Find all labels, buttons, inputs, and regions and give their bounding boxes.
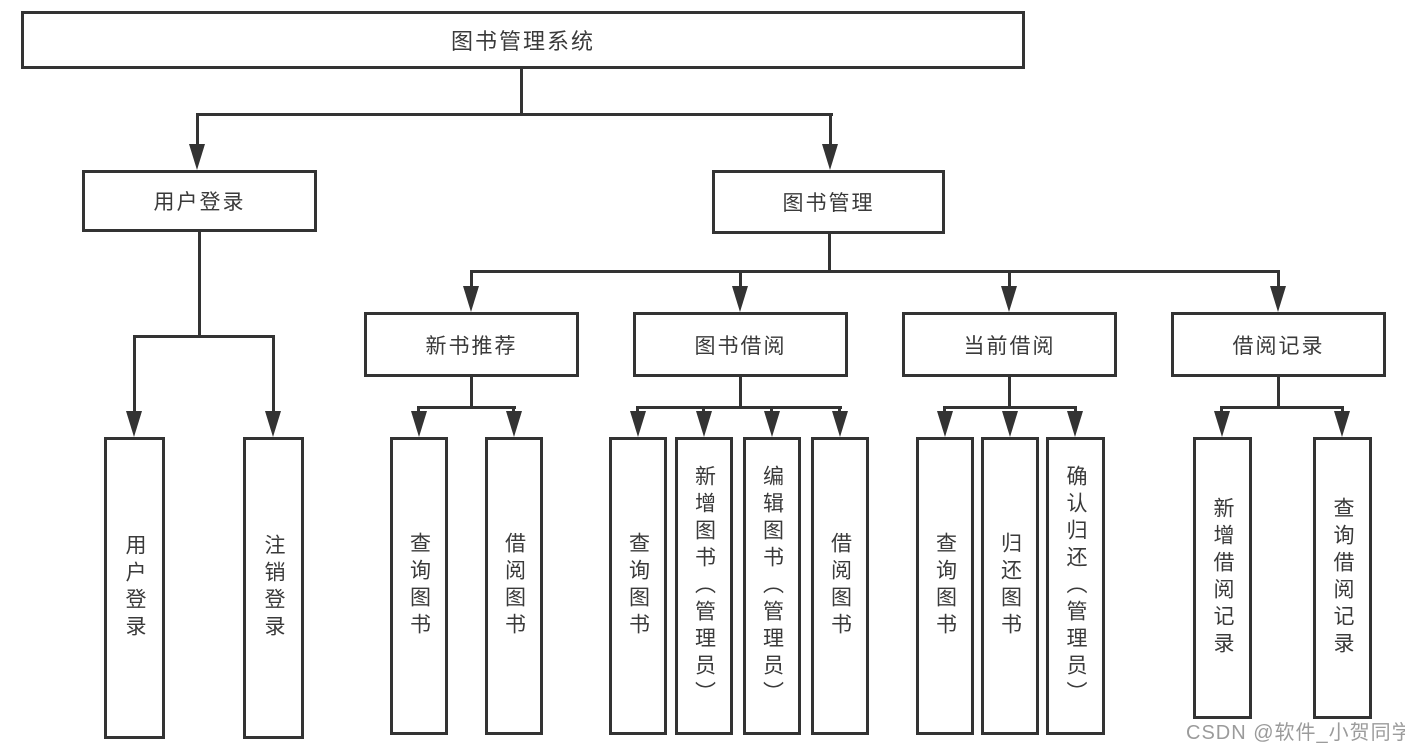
arrowhead-down-icon (832, 411, 848, 437)
connector-book-mgmt-stem (828, 234, 831, 272)
arrowhead-down-icon (411, 411, 427, 437)
leaf-edit-books-admin: 编辑图书（管理员） (743, 437, 801, 735)
connector-stem-current (1008, 270, 1011, 290)
connector-stem-leaf (512, 406, 515, 414)
leaf-query-borrow-record: 查询借阅记录 (1313, 437, 1372, 719)
arrowhead-down-icon (937, 411, 953, 437)
connector-stem-leaf (133, 335, 136, 413)
arrowhead-down-icon (1001, 286, 1017, 312)
connector-groupC-hbar (943, 406, 1077, 409)
connector-stem-leaf (943, 406, 946, 414)
leaf-logout-label: 注销登录 (262, 534, 285, 642)
leaf-return-books-label: 归还图书 (998, 532, 1022, 640)
leaf-borrow-books-1: 借阅图书 (485, 437, 543, 735)
leaf-logout: 注销登录 (243, 437, 304, 739)
leaf-query-books-2: 查询图书 (609, 437, 667, 735)
leaf-add-books-admin-label: 新增图书（管理员） (692, 464, 716, 708)
connector-stem-leaf (272, 335, 275, 413)
arrowhead-down-icon (696, 411, 712, 437)
node-new-book-recommend: 新书推荐 (364, 312, 579, 377)
leaf-user-login: 用户登录 (104, 437, 165, 739)
arrowhead-down-icon (1334, 411, 1350, 437)
arrowhead-down-icon (463, 286, 479, 312)
arrowhead-down-icon (189, 144, 205, 170)
node-current-borrow: 当前借阅 (902, 312, 1117, 377)
arrowhead-down-icon (506, 411, 522, 437)
leaf-edit-books-admin-label: 编辑图书（管理员） (760, 464, 784, 708)
connector-stem-leaf (702, 406, 705, 414)
node-user-login-label: 用户登录 (153, 191, 246, 214)
connector-stem-leaf (636, 406, 639, 414)
node-borrow-records-label: 借阅记录 (1232, 334, 1325, 358)
connector-stem-records (1277, 270, 1280, 290)
connector-stem-leaf (770, 406, 773, 414)
leaf-add-books-admin: 新增图书（管理员） (675, 437, 733, 735)
leaf-borrow-books-2-label: 借阅图书 (828, 532, 852, 640)
connector-stem-leaf (1220, 406, 1223, 414)
arrowhead-down-icon (822, 144, 838, 170)
connector-stem-user-login (196, 113, 199, 147)
arrowhead-down-icon (1270, 286, 1286, 312)
connector-groupC-stem (1008, 377, 1011, 408)
watermark: CSDN @软件_小贺同学 (1186, 722, 1405, 744)
leaf-query-books-3: 查询图书 (916, 437, 974, 735)
node-root-label: 图书管理系统 (450, 29, 595, 54)
connector-user-login-hbar (133, 335, 275, 338)
connector-groupB-hbar (636, 406, 842, 409)
connector-user-login-stem (198, 232, 201, 335)
leaf-user-login-label: 用户登录 (123, 534, 146, 642)
arrowhead-down-icon (1002, 411, 1018, 437)
node-book-borrow: 图书借阅 (633, 312, 848, 377)
leaf-borrow-books-1-label: 借阅图书 (502, 532, 526, 640)
connector-groupB-stem (739, 377, 742, 408)
connector-groupD-hbar (1220, 406, 1344, 409)
leaf-confirm-return-admin: 确认归还（管理员） (1046, 437, 1105, 735)
leaf-add-borrow-record-label: 新增借阅记录 (1211, 497, 1234, 659)
arrowhead-down-icon (1214, 411, 1230, 437)
connector-book-mgmt-hbar (470, 270, 1280, 273)
node-book-management: 图书管理 (712, 170, 945, 234)
leaf-query-books-1-label: 查询图书 (407, 532, 431, 640)
connector-root-stem (520, 69, 523, 114)
node-root: 图书管理系统 (21, 11, 1025, 69)
connector-groupA-stem (470, 377, 473, 408)
connector-stem-new-rec (470, 270, 473, 290)
arrowhead-down-icon (1067, 411, 1083, 437)
leaf-query-books-3-label: 查询图书 (933, 532, 957, 640)
leaf-query-books-1: 查询图书 (390, 437, 448, 735)
connector-root-hbar (196, 113, 833, 116)
connector-groupA-hbar (417, 406, 516, 409)
connector-groupD-stem (1277, 377, 1280, 408)
node-book-management-label: 图书管理 (782, 192, 875, 215)
connector-stem-leaf (417, 406, 420, 414)
node-book-borrow-label: 图书借阅 (694, 334, 787, 358)
connector-stem-borrow (739, 270, 742, 290)
arrowhead-down-icon (126, 411, 142, 437)
connector-stem-book-mgmt (829, 113, 832, 147)
arrowhead-down-icon (265, 411, 281, 437)
connector-stem-leaf (1341, 406, 1344, 414)
arrowhead-down-icon (764, 411, 780, 437)
node-user-login: 用户登录 (82, 170, 317, 232)
arrowhead-down-icon (732, 286, 748, 312)
connector-stem-leaf (1074, 406, 1077, 414)
leaf-query-books-2-label: 查询图书 (626, 532, 650, 640)
leaf-add-borrow-record: 新增借阅记录 (1193, 437, 1252, 719)
arrowhead-down-icon (630, 411, 646, 437)
leaf-query-borrow-record-label: 查询借阅记录 (1331, 497, 1354, 659)
leaf-return-books: 归还图书 (981, 437, 1039, 735)
node-new-book-recommend-label: 新书推荐 (425, 334, 518, 358)
connector-stem-leaf (838, 406, 841, 414)
node-current-borrow-label: 当前借阅 (963, 334, 1056, 358)
node-borrow-records: 借阅记录 (1171, 312, 1386, 377)
leaf-confirm-return-admin-label: 确认归还（管理员） (1064, 464, 1087, 708)
leaf-borrow-books-2: 借阅图书 (811, 437, 869, 735)
